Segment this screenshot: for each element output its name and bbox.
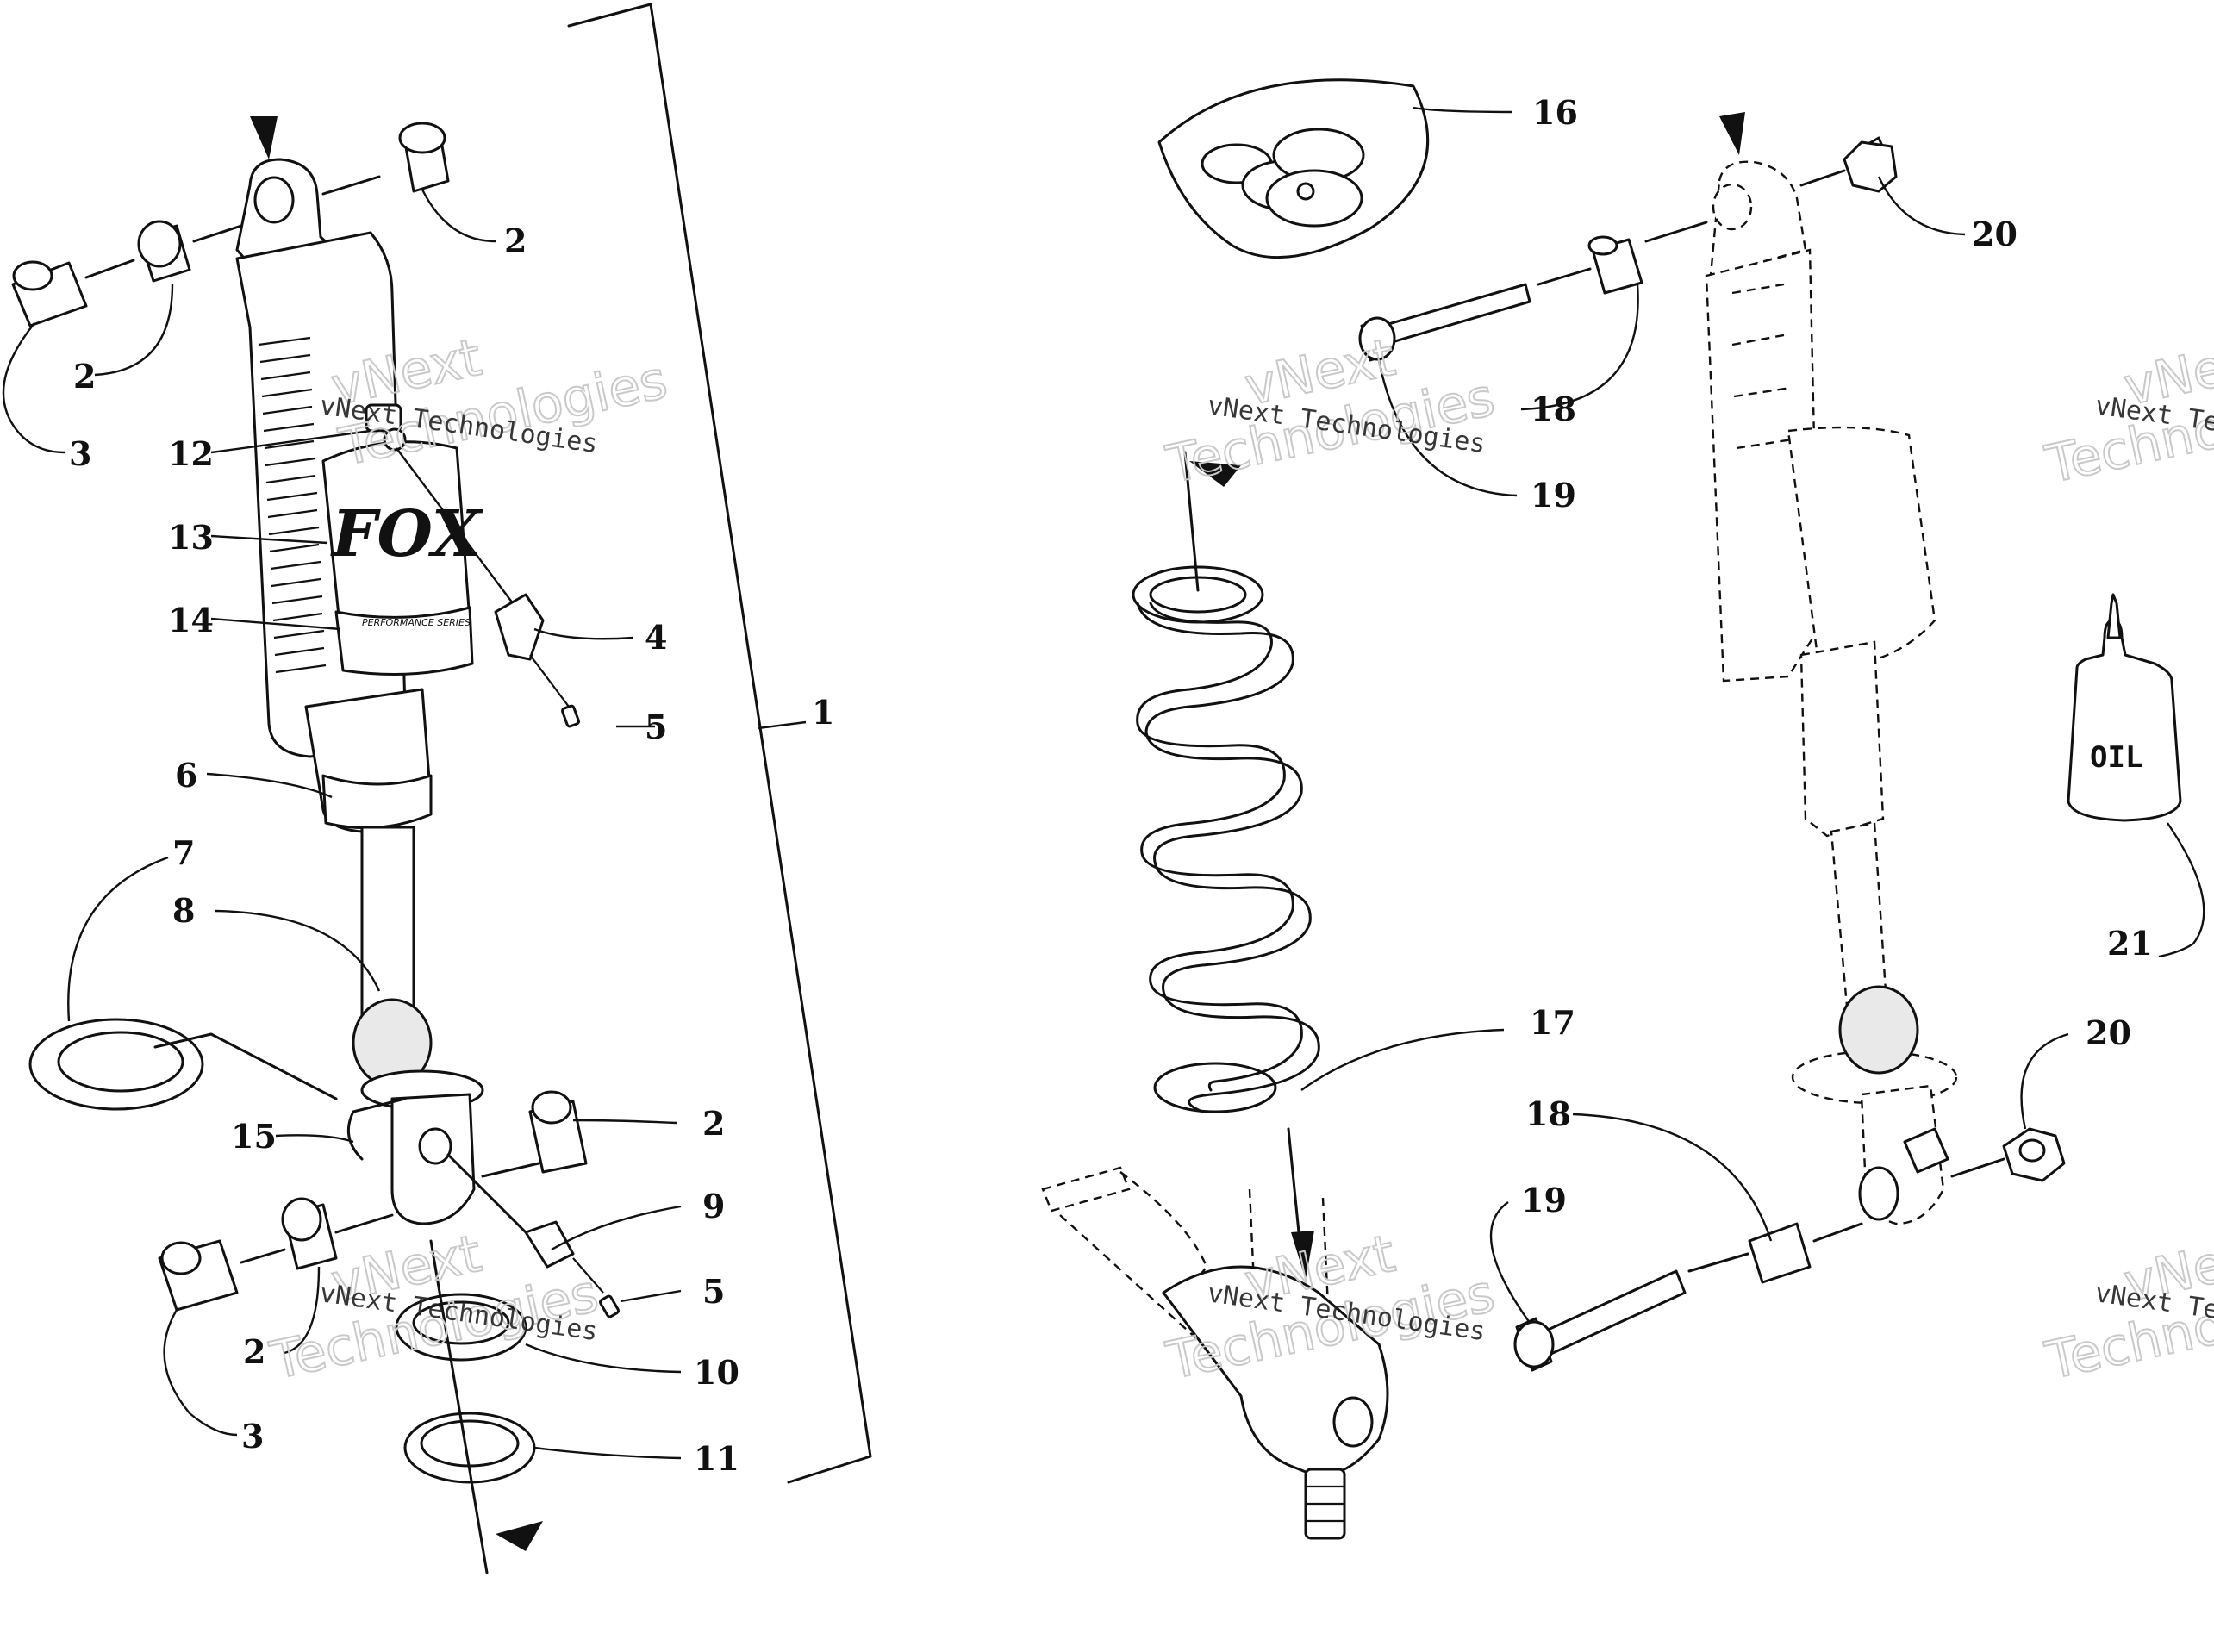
lower-spacer — [158, 1239, 239, 1312]
phantom-adjuster — [1903, 1127, 1949, 1174]
callout-6: 6 — [175, 756, 197, 795]
spring-down-arrow — [1291, 1231, 1314, 1280]
phantom-bumper — [1838, 985, 1919, 1075]
lower-bushing-left — [281, 1197, 338, 1270]
adjuster-knob — [494, 593, 545, 661]
shock-phantom — [1705, 160, 1958, 1225]
callout-17: 17 — [1530, 1003, 1575, 1042]
flanged-nut-upper — [1843, 136, 1898, 193]
lock-ring — [403, 1412, 536, 1484]
bottom-arrow-marker — [496, 1521, 543, 1551]
callout-2-lower-left: 2 — [243, 1332, 265, 1371]
callout-21: 21 — [2107, 924, 2153, 963]
assembly-bracket — [567, 3, 872, 1484]
coil-spring — [1132, 565, 1320, 1113]
callout-5-lower: 5 — [702, 1272, 725, 1311]
callout-18-lower: 18 — [1525, 1094, 1571, 1133]
retaining-clip — [346, 1097, 407, 1161]
spacer-lower — [1748, 1222, 1812, 1284]
decal-text: PERFORMANCE SERIES — [362, 617, 471, 628]
callout-19-lower: 19 — [1521, 1181, 1567, 1219]
seal-ring — [28, 1018, 338, 1111]
spring-arrow-marker — [1189, 461, 1241, 487]
callout-3-upper: 3 — [69, 434, 91, 473]
callout-2-upper-right: 2 — [504, 221, 527, 260]
frame-mount — [1162, 1265, 1389, 1477]
screw-upper — [561, 704, 580, 728]
callout-20-upper: 20 — [1972, 215, 2018, 253]
right-shock-assembly: OIL — [1041, 78, 2205, 1540]
top-arrow-marker — [250, 116, 278, 159]
piston-shaft — [360, 826, 415, 1027]
callout-15: 15 — [231, 1117, 277, 1156]
brand-logo: FOX — [330, 497, 483, 571]
callout-12: 12 — [168, 434, 214, 473]
lower-bushing-right — [528, 1090, 588, 1174]
upper-bushing-left — [137, 220, 191, 283]
callout-3-lower: 3 — [241, 1417, 264, 1456]
callout-4: 4 — [645, 618, 667, 657]
flanged-nut-lower — [2002, 1127, 2066, 1182]
callout-11: 11 — [694, 1439, 739, 1478]
callout-2-upper-left: 2 — [73, 357, 96, 396]
callout-14: 14 — [168, 601, 214, 639]
spring-adjuster-ring — [395, 1293, 527, 1362]
callout-13: 13 — [168, 518, 214, 557]
rebound-adjuster — [524, 1220, 575, 1269]
callout-16: 16 — [1532, 93, 1578, 132]
screw-lower — [599, 1294, 620, 1318]
oil-label: OIL — [2090, 740, 2142, 775]
callout-10: 10 — [694, 1353, 739, 1392]
callout-7: 7 — [172, 833, 195, 872]
upper-spacer — [11, 260, 88, 327]
right-top-arrow — [1719, 112, 1745, 155]
seal-kit-bag — [1157, 78, 1430, 259]
callout-19-upper: 19 — [1531, 476, 1576, 514]
left-shock-assembly: FOX PERFORMANCE SERIES — [2, 3, 872, 1574]
callout-8: 8 — [172, 891, 195, 930]
callout-20-lower: 20 — [2086, 1013, 2131, 1052]
oil-bottle: OIL — [2067, 593, 2182, 822]
callout-5-upper: 5 — [645, 708, 667, 746]
shock-coils — [258, 336, 327, 674]
callout-2-lower-right: 2 — [702, 1104, 725, 1143]
callout-1: 1 — [812, 693, 834, 732]
callout-9: 9 — [702, 1187, 725, 1225]
callout-18-upper: 18 — [1531, 390, 1576, 428]
bottom-out-cap — [321, 774, 433, 830]
bolt-lower — [1513, 1269, 1687, 1372]
reservoir-cap — [334, 606, 474, 676]
upper-bushing-right — [398, 122, 450, 193]
compression-valve — [365, 403, 514, 604]
bolt-upper — [1358, 283, 1531, 362]
